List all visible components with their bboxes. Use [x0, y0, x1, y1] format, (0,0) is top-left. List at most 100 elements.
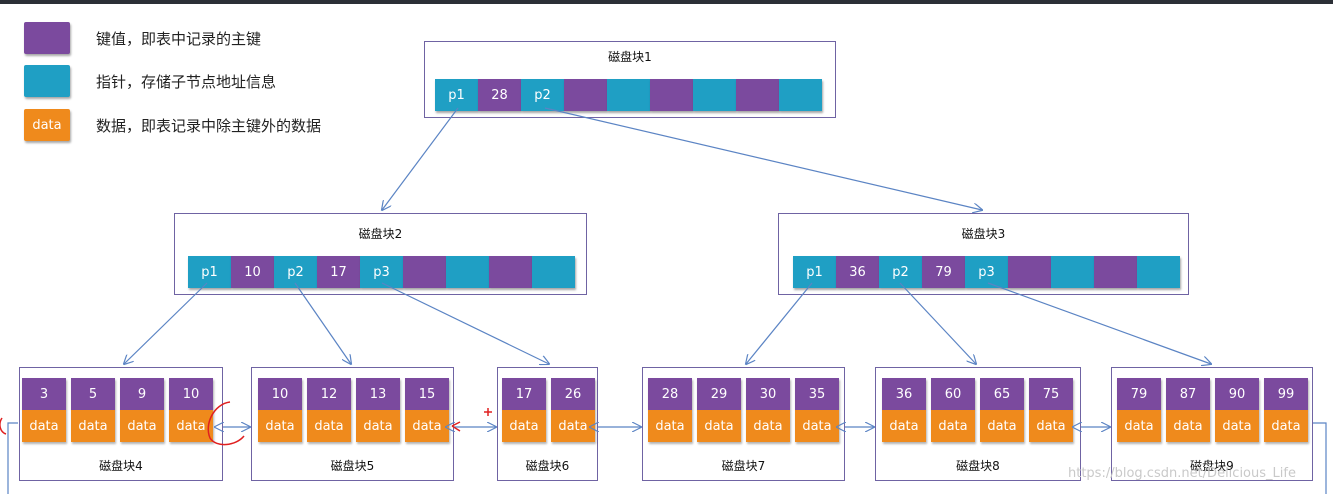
block-title: 磁盘块6	[525, 459, 570, 473]
pointer-cell: p1	[188, 256, 231, 288]
leaf-key-cell: 35	[795, 378, 839, 410]
leaf-data-cell: data	[931, 410, 975, 442]
leaf-link-left-edge	[7, 422, 18, 494]
leaf-data-cell: data	[697, 410, 741, 442]
legend-pointer-swatch	[24, 65, 70, 97]
leaf-data-cell: data	[1166, 410, 1210, 442]
leaf-key-cell: 79	[1117, 378, 1161, 410]
leaf-data-cell: data	[405, 410, 449, 442]
key-cell	[1094, 256, 1137, 288]
pointer-cell: p3	[360, 256, 403, 288]
arrow-root-p1	[382, 107, 459, 210]
legend-data: data 数据，即表记录中除主键外的数据	[24, 109, 321, 141]
leaf-key-cell: 99	[1264, 378, 1308, 410]
pointer-cell	[1051, 256, 1094, 288]
leaf-data-cell: data	[648, 410, 692, 442]
block-title: 磁盘块2	[358, 227, 403, 241]
leaf-data-cell: data	[882, 410, 926, 442]
leaf-data-cell: data	[169, 410, 213, 442]
leaf-data-cell: data	[1215, 410, 1259, 442]
leaf-key-cell: 29	[697, 378, 741, 410]
leaf-data-cell: data	[795, 410, 839, 442]
leaf-data-cell: data	[307, 410, 351, 442]
pointer-cell	[532, 256, 575, 288]
leaf-data-cell: data	[356, 410, 400, 442]
key-cell: 17	[317, 256, 360, 288]
key-cell: 36	[836, 256, 879, 288]
key-cell	[489, 256, 532, 288]
arrow-b2-p3	[381, 282, 549, 364]
annotation-left-mark	[0, 417, 7, 435]
pointer-cell	[779, 79, 822, 111]
key-cell	[403, 256, 446, 288]
leaf-data-cell: data	[1117, 410, 1161, 442]
window-top-bar	[0, 0, 1333, 4]
legend-key-swatch	[24, 22, 70, 54]
leaf-data-cell: data	[746, 410, 790, 442]
leaf-data-cell: data	[258, 410, 302, 442]
key-cell	[736, 79, 779, 111]
leaf-data-cell: data	[120, 410, 164, 442]
leaf-key-cell: 13	[356, 378, 400, 410]
leaf-key-cell: 3	[22, 378, 66, 410]
leaf-key-cell: 10	[169, 378, 213, 410]
legend-pointer-text: 指针，存储子节点地址信息	[96, 72, 277, 91]
annotation-circle	[207, 401, 245, 446]
pointer-cell	[1137, 256, 1180, 288]
leaf-key-cell: 87	[1166, 378, 1210, 410]
block-title: 磁盘块3	[961, 227, 1006, 241]
watermark-text: https://blog.csdn.net/Delicious_Life	[1068, 466, 1296, 481]
key-cell	[650, 79, 693, 111]
leaf-key-cell: 30	[746, 378, 790, 410]
leaf-data-cell: data	[980, 410, 1024, 442]
key-cell: 10	[231, 256, 274, 288]
leaf-data-cell: data	[22, 410, 66, 442]
leaf-link-right-edge	[1313, 422, 1327, 494]
legend-data-swatch: data	[24, 109, 70, 141]
leaf-key-cell: 5	[71, 378, 115, 410]
block-title: 磁盘块9	[1190, 459, 1234, 473]
leaf-data-cell: data	[1264, 410, 1308, 442]
arrow-b2-p1	[124, 282, 208, 364]
leaf-data-cell: data	[502, 410, 546, 442]
leaf-data-cell: data	[71, 410, 115, 442]
pointer-cell: p1	[435, 79, 478, 111]
arrow-b3-p3	[987, 282, 1211, 364]
block-title: 磁盘块4	[99, 459, 143, 473]
arrow-b3-p1	[746, 282, 813, 364]
arrow-root-p2	[544, 107, 982, 210]
legend-pointer: 指针，存储子节点地址信息	[24, 65, 276, 97]
pointer-cell	[693, 79, 736, 111]
leaf-key-cell: 90	[1215, 378, 1259, 410]
leaf-key-cell: 75	[1029, 378, 1073, 410]
arrow-b2-p2	[294, 282, 351, 364]
leaf-key-cell: 36	[882, 378, 926, 410]
pointer-cell	[607, 79, 650, 111]
pointer-cell	[446, 256, 489, 288]
leaf-key-cell: 17	[502, 378, 546, 410]
leaf-key-cell: 9	[120, 378, 164, 410]
pointer-cell: p2	[521, 79, 564, 111]
legend-data-text: 数据，即表记录中除主键外的数据	[96, 116, 322, 135]
arrow-b3-p2	[899, 282, 976, 364]
legend-key-text: 键值，即表中记录的主键	[96, 29, 262, 48]
